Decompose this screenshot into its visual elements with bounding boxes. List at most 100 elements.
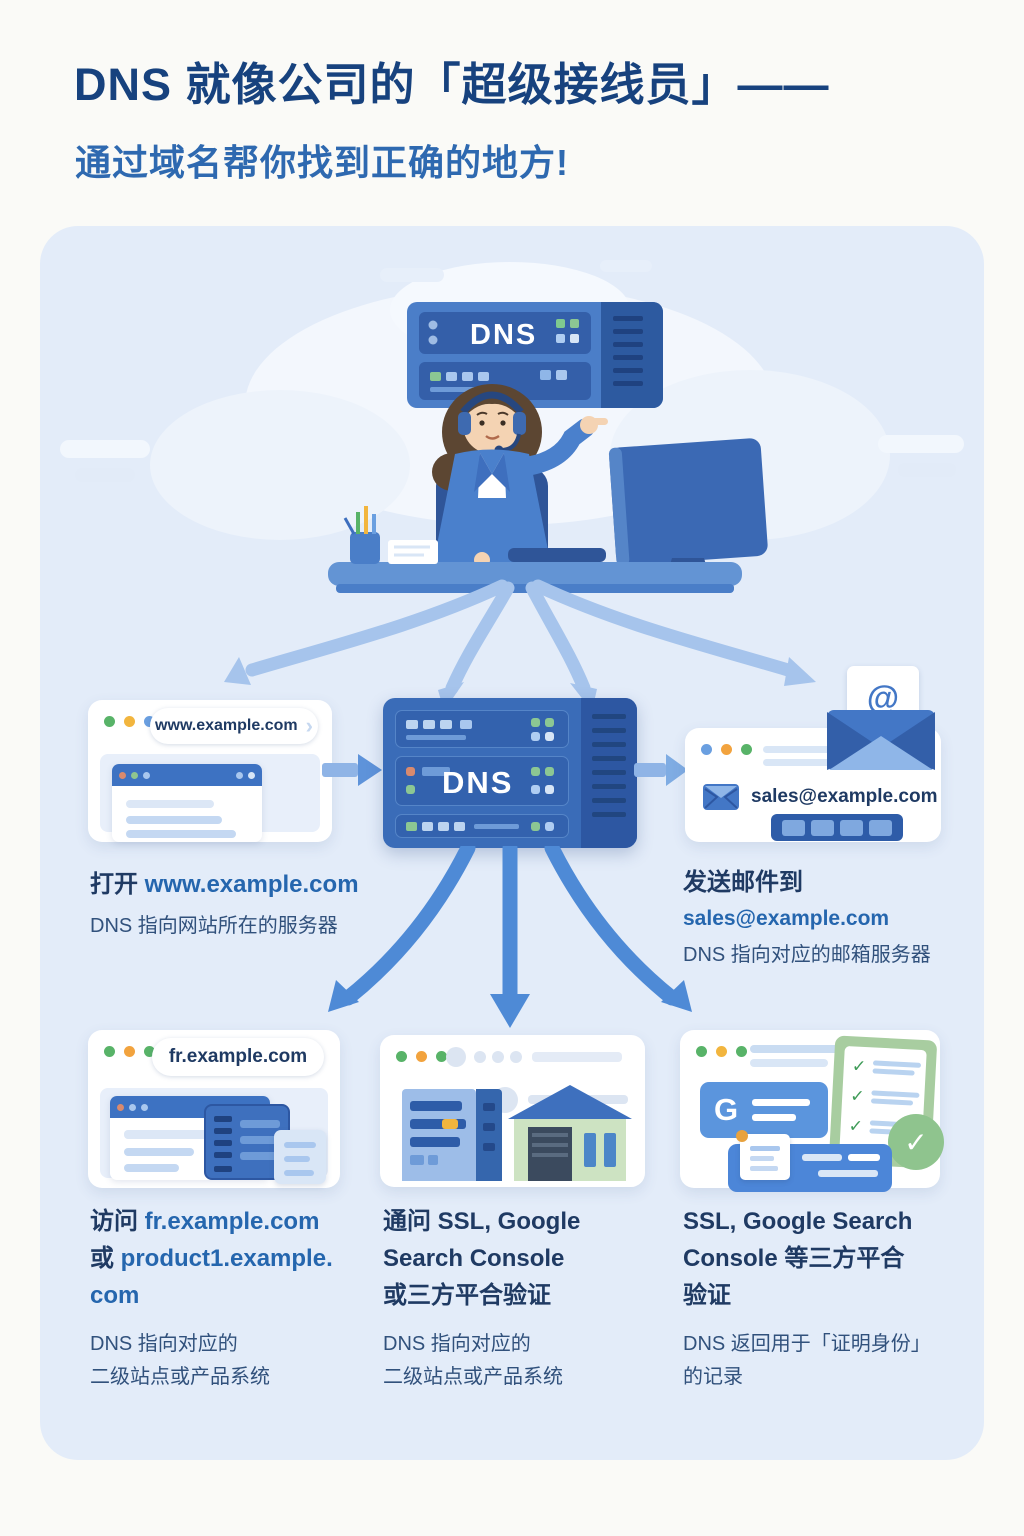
house: [514, 1119, 626, 1181]
arrow-dns-to-email: [634, 754, 688, 786]
url-bar[interactable]: www.example.com ›: [150, 708, 318, 744]
headset-earcup: [458, 412, 471, 435]
envelope-icon: [827, 710, 935, 770]
arrow-browser-to-dns: [322, 754, 382, 786]
mini-dot: [236, 771, 243, 779]
url-text: fr.example.com: [168, 1046, 308, 1067]
operator-illustration: DNS: [60, 260, 964, 593]
arm-pointing: [519, 418, 595, 476]
toolbar-button[interactable]: [840, 819, 863, 836]
caption-head-line: SSL, Google Search: [683, 1208, 913, 1235]
email-toolbar: [771, 814, 903, 841]
window-dots: [701, 744, 752, 755]
mini-server: [204, 1104, 290, 1180]
window-dot: [124, 1046, 135, 1057]
window-dot: [416, 1051, 427, 1062]
caption-third-party: SSL, Google Search Console 等三方平合 验证 DNS …: [683, 1203, 973, 1394]
window-dot: [124, 716, 135, 727]
down-arrows: [328, 846, 692, 1028]
caption-sub: DNS 指向网站所在的服务器: [90, 915, 338, 937]
mini-dot: [119, 771, 126, 779]
caption-sub-line: DNS 指向对应的: [90, 1333, 238, 1355]
url-bar[interactable]: fr.example.com: [152, 1038, 324, 1076]
fan-arrows: [224, 579, 816, 711]
page-subtitle: 通过域名帮你找到正确的地方!: [75, 142, 569, 183]
mini-dot: [248, 771, 255, 779]
window-dot: [721, 744, 732, 755]
caption-ssl-verify: 通问 SSL, Google Search Console 或三方平合验证 DN…: [383, 1203, 663, 1394]
cloud: [150, 390, 410, 540]
dns-unit: DNS: [395, 756, 569, 806]
window-dot: [736, 1046, 747, 1057]
caption-subdomain: 访问 fr.example.com 或 product1.example. co…: [90, 1203, 370, 1394]
check-icon: ✓: [849, 1086, 866, 1107]
toolbar-button[interactable]: [869, 819, 892, 836]
caption-send-mail: 发送邮件到 sales@example.com DNS 指向对应的邮箱服务器: [683, 864, 983, 972]
caption-prefix: 打开: [90, 871, 145, 898]
pen-holder: [350, 532, 380, 564]
window-dot: [104, 716, 115, 727]
caption-head-line: 或三方平合验证: [383, 1282, 551, 1309]
dns-unit: [395, 710, 569, 748]
caption-head-line: 通问 SSL, Google: [383, 1208, 581, 1235]
window-dot: [396, 1051, 407, 1062]
page-title: DNS 就像公司的「超级接线员」——: [74, 59, 830, 110]
at-symbol: @: [866, 679, 900, 716]
toolbar-button[interactable]: [782, 819, 805, 836]
rack-dns-label: DNS: [470, 319, 537, 351]
toolbar-circle: [446, 1047, 466, 1067]
email-address-row: sales@example.com: [703, 784, 937, 810]
dns-rack: DNS: [407, 302, 663, 408]
caption-url: product1.example.: [120, 1245, 333, 1272]
google-g-icon: G: [714, 1092, 739, 1127]
window-dot: [436, 1051, 447, 1062]
window-chip: [898, 463, 956, 477]
window-dots: [104, 1046, 155, 1057]
caption-head: 发送邮件到: [683, 869, 803, 896]
dns-side-panel: [581, 698, 637, 848]
caption-prefix: 访问: [90, 1208, 145, 1235]
caption-head-line: Search Console: [383, 1245, 565, 1272]
monitor: [608, 438, 768, 566]
window-chip: [60, 440, 150, 458]
keyboard: [508, 548, 606, 562]
caption-or: 或: [90, 1245, 121, 1272]
window-dot: [144, 1046, 155, 1057]
window-dots: [696, 1046, 747, 1057]
toolbar-button[interactable]: [811, 819, 834, 836]
mini-card: [274, 1130, 326, 1184]
dns-server-card: DNS: [383, 698, 637, 848]
server-building: [402, 1089, 476, 1181]
window-dots: [104, 716, 155, 727]
window-chip: [75, 468, 135, 482]
caption-open-site: 打开 www.example.com DNS 指向网站所在的服务器: [90, 866, 390, 943]
mini-dot: [143, 771, 150, 779]
verification-card: G ✓ ✓ ✓ ✓: [680, 1030, 944, 1192]
mini-dot: [131, 771, 138, 779]
caption-url: www.example.com: [144, 871, 359, 898]
face: [463, 396, 521, 454]
house-roof: [508, 1085, 632, 1119]
window-chip: [878, 435, 964, 453]
paper-stack: [388, 540, 438, 564]
email-card: @ sales@example.com: [685, 666, 941, 842]
operator-person: [432, 384, 608, 570]
caption-sub: DNS 指向对应的邮箱服务器: [683, 944, 931, 966]
window-dot: [104, 1046, 115, 1057]
caption-sub-line: DNS 指向对应的: [383, 1333, 531, 1355]
dns-record-card: [728, 1130, 892, 1192]
mini-browser-header: [112, 764, 262, 786]
subdomain-card: fr.example.com: [88, 1030, 340, 1188]
rack-unit: [419, 312, 591, 354]
browser-card: www.example.com ›: [88, 700, 332, 842]
dns-unit: [395, 814, 569, 838]
window-dots: [396, 1051, 447, 1062]
caption-address: sales@example.com: [683, 907, 890, 930]
caption-head-line: 验证: [683, 1282, 731, 1309]
caption-sub-line: 的记录: [683, 1366, 743, 1388]
window-dot: [741, 744, 752, 755]
caption-sub-line: 二级站点或产品系统: [383, 1366, 563, 1388]
envelope-graphic: @: [827, 666, 935, 770]
caption-sub-line: 二级站点或产品系统: [90, 1366, 270, 1388]
chevron-right-icon[interactable]: ›: [305, 713, 313, 738]
